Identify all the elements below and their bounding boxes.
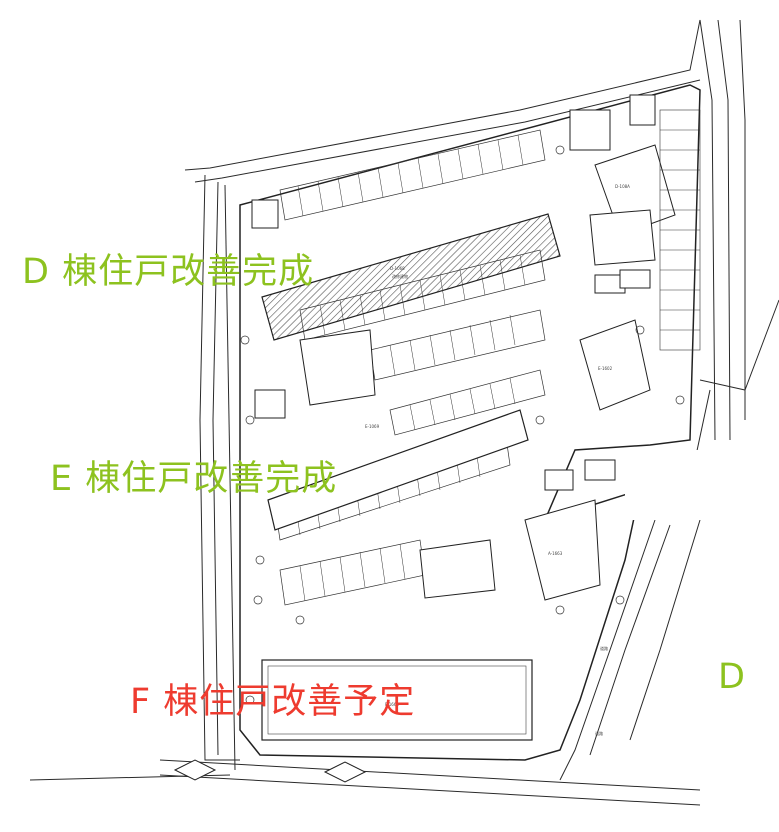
building-f-status-label: F 棟住戸改善予定 (130, 682, 416, 722)
right-parking-strip (659, 109, 701, 351)
building-label-upper-right: D-108A (615, 184, 630, 189)
road-label-lower: 道路 (595, 730, 603, 736)
building-d-code: D-1068 (390, 266, 405, 271)
building-f: F-1665 (261, 659, 533, 741)
building-e: E-1069 (267, 409, 529, 531)
building-d-sub: 改修建物 (392, 273, 408, 279)
auxiliary-buildings (251, 94, 676, 601)
building-e-code: E-1069 (365, 424, 380, 429)
road-label-upper: 道路 (600, 645, 608, 651)
road-lines (29, 19, 779, 806)
auxiliary-building-labels: D-108A E-1602 A-1663 (548, 184, 630, 556)
blank-cutout (625, 450, 779, 520)
building-label-lower-right: A-1663 (548, 551, 563, 556)
road-markings (173, 759, 367, 783)
building-d-status-label: D 棟住戸改善完成 (22, 252, 315, 292)
building-e-status-label: E 棟住戸改善完成 (50, 459, 338, 499)
building-f-code: F-1665 (385, 702, 399, 707)
trees (240, 145, 685, 705)
building-label-mid-right: E-1602 (598, 366, 613, 371)
building-d: D-1068 改修建物 (261, 213, 561, 341)
right-edge-d-label: D (718, 657, 746, 697)
